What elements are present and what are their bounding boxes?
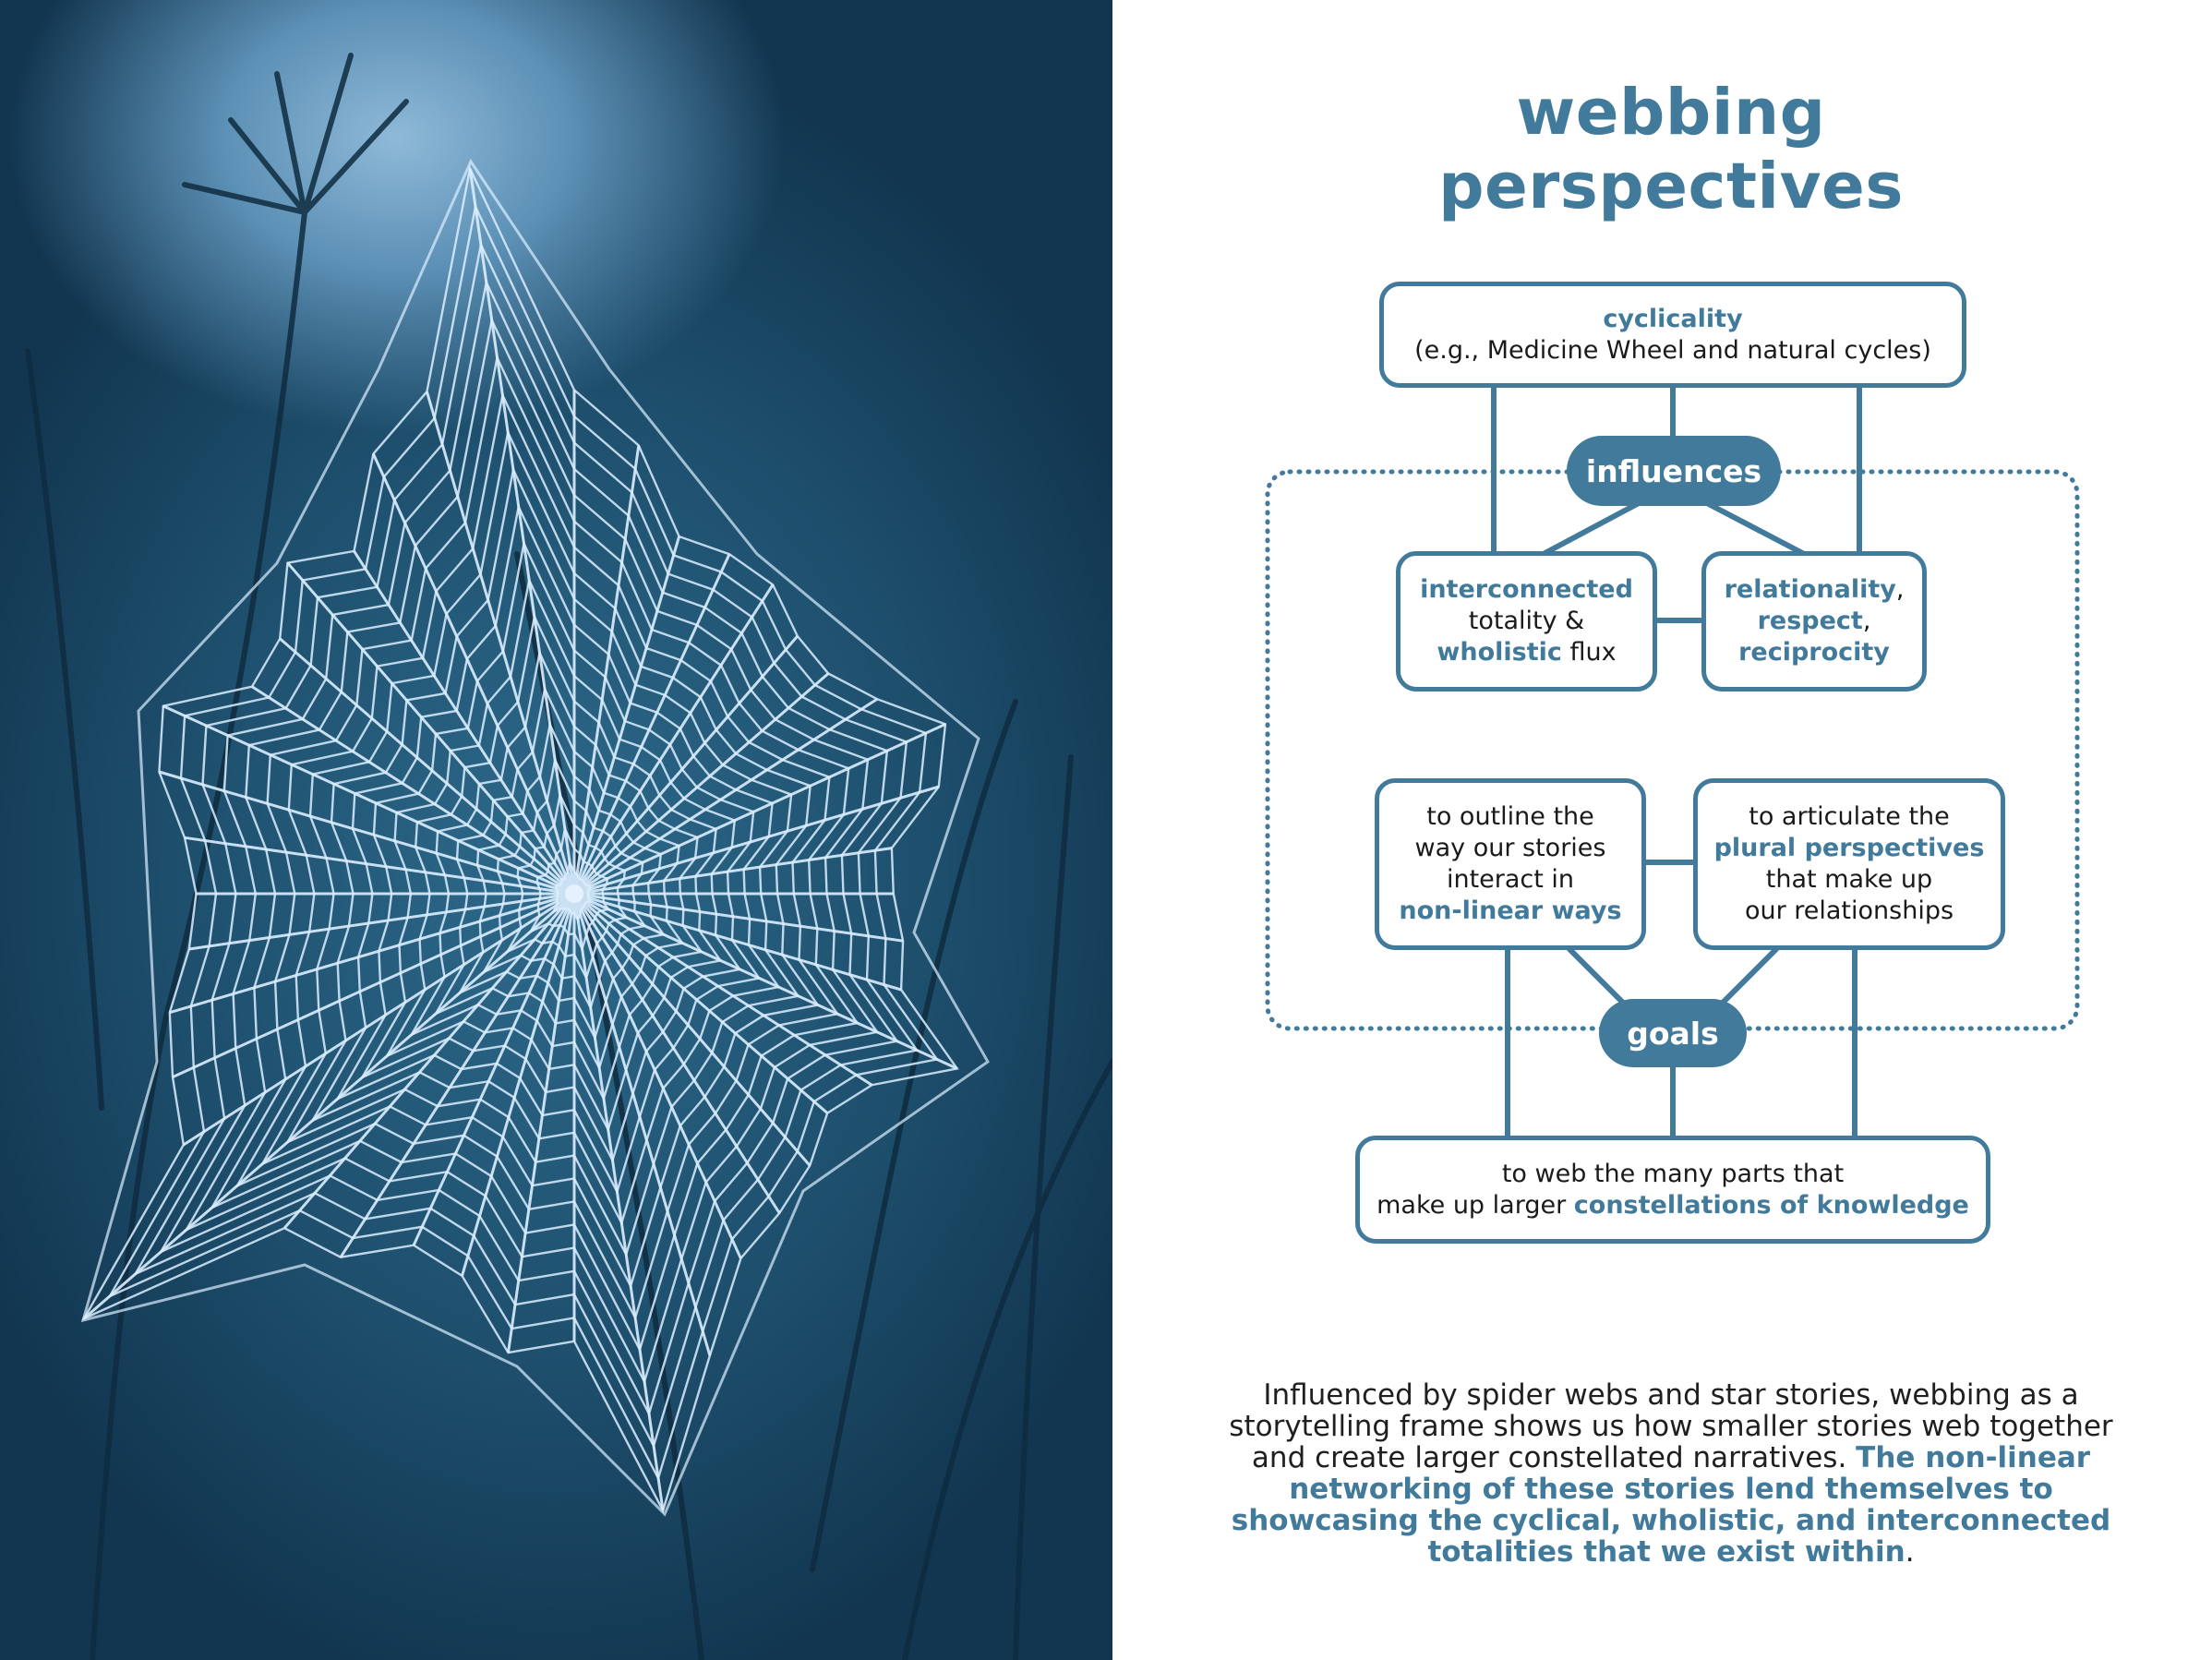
web-radial-strand <box>573 847 893 896</box>
page-title: webbing perspectives <box>1438 76 1904 223</box>
web-spiral-strand <box>504 791 629 981</box>
web-radial-strand <box>172 892 575 1078</box>
web-radial-strand <box>412 893 576 1246</box>
web-radial-strand <box>283 893 576 1230</box>
web-spiral-strand <box>359 576 742 1164</box>
web-radial-strand <box>572 893 811 1167</box>
non-linear-ways-term: non-linear ways <box>1399 896 1622 925</box>
web-radial-strand <box>572 445 641 895</box>
web-radial-strand <box>286 561 576 895</box>
outline-goal-box: to outline the way our stories interact … <box>1375 778 1646 950</box>
web-spiral-strand <box>184 316 880 1385</box>
wholistic-term: wholistic <box>1437 638 1562 667</box>
cyclicality-heading: cyclicality <box>1603 304 1743 333</box>
caption-plain: Influenced by spider webs and star stori… <box>1229 1378 2113 1474</box>
web-radial-strand <box>573 892 902 992</box>
web-line-2-plain: make up larger <box>1376 1190 1574 1220</box>
web-spiral-strand <box>209 354 860 1353</box>
web-frame-strand <box>80 158 990 1517</box>
reciprocity-term: reciprocity <box>1738 638 1890 667</box>
respect-term: respect <box>1757 607 1863 635</box>
web-spiral-strand <box>433 685 685 1071</box>
web-spiral-strand <box>259 428 820 1290</box>
web-spiral-strand <box>408 649 703 1102</box>
caption-emphasis: The non-linear networking of these stori… <box>1231 1441 2111 1569</box>
influences-pill: influences <box>1567 436 1781 506</box>
web-radial-strand <box>461 893 576 1277</box>
web-radial-strand <box>573 672 830 896</box>
web-spiral-strand <box>527 825 611 952</box>
web-spiral-strand <box>309 502 781 1226</box>
web-radial-strand <box>507 893 576 1353</box>
web-radial-strand <box>425 391 576 895</box>
spider-web-photo <box>0 0 1112 1660</box>
caption-paragraph: Influenced by spider webs and star stori… <box>1223 1379 2119 1568</box>
articulate-line-1: to articulate the <box>1749 802 1950 831</box>
outline-line-2: way our stories <box>1414 834 1606 862</box>
web-spiral-strand <box>81 164 959 1514</box>
web-spiral-strand <box>132 241 920 1449</box>
articulate-goal-box: to articulate the plural perspectives th… <box>1693 778 2005 950</box>
web-radial-strand <box>572 893 742 1259</box>
web-radial-strand <box>372 452 576 895</box>
caption-period: . <box>1905 1535 1915 1569</box>
web-radial-strand <box>279 637 575 896</box>
web-radial-strand <box>83 892 575 1320</box>
web-radial-strand <box>251 685 575 896</box>
web-radial-strand <box>572 553 731 895</box>
articulate-line-4: our relationships <box>1744 896 1954 925</box>
web-radial-strand <box>573 723 946 896</box>
web-spiral-strand <box>334 539 762 1195</box>
web-spiral-strand <box>107 202 939 1482</box>
web-line-1: to web the many parts that <box>1501 1159 1845 1188</box>
web-radial-strand <box>572 893 712 1356</box>
outline-line-3: interact in <box>1446 865 1575 894</box>
comma-1: , <box>1895 575 1905 604</box>
web-radial-strand <box>572 893 665 1511</box>
web-spiral-strand <box>384 613 723 1133</box>
outline-line-1: to outline the <box>1426 802 1594 831</box>
web-spiral-strand <box>550 859 593 923</box>
web-radial-strand <box>573 697 878 896</box>
web-radial-strand <box>158 770 575 896</box>
constellations-term: constellations of knowledge <box>1573 1190 1969 1220</box>
web-radial-strand <box>572 535 681 895</box>
web-radial-strand <box>572 893 781 1214</box>
web-radial-strand <box>169 892 575 1015</box>
web-spiral-strand <box>234 391 840 1321</box>
web-radial-strand <box>468 168 576 895</box>
articulate-line-3: that make up <box>1765 865 1933 894</box>
plural-perspectives-term: plural perspectives <box>1713 834 1985 862</box>
flux-text: flux <box>1561 638 1617 667</box>
web-parts-box: to web the many parts that make up large… <box>1355 1136 1990 1244</box>
web-radial-strand <box>573 892 873 1087</box>
web-radial-strand <box>184 836 575 896</box>
web-spiral-strand <box>457 720 666 1041</box>
spider-web-illustration <box>25 53 1112 1660</box>
relationality-term: relationality <box>1724 575 1896 604</box>
web-radial-strand <box>353 550 576 895</box>
web-radial-strand <box>573 892 904 943</box>
web-radial-strand <box>572 635 799 895</box>
interconnected-box: interconnected totality & wholistic flux <box>1396 551 1657 692</box>
cyclicality-box: cyclicality (e.g., Medicine Wheel and na… <box>1379 282 1966 388</box>
web-radial-strand <box>573 785 940 896</box>
cyclicality-detail: (e.g., Medicine Wheel and natural cycles… <box>1414 335 1931 365</box>
web-spiral-strand <box>158 278 899 1417</box>
relationality-box: relationality, respect, reciprocity <box>1701 551 1927 692</box>
web-radial-strand <box>572 583 775 895</box>
web-spiral-strand <box>481 756 647 1011</box>
web-radial-strand <box>182 892 575 1147</box>
totality-text: totality & <box>1468 607 1585 635</box>
web-radial-strand <box>339 893 576 1258</box>
comma-2: , <box>1862 607 1871 635</box>
interconnected-term: interconnected <box>1420 575 1633 604</box>
web-radial-strand <box>573 892 958 1070</box>
web-radial-strand <box>573 892 829 1114</box>
web-spiral-strand <box>284 465 800 1257</box>
goals-pill: goals <box>1599 999 1747 1067</box>
web-radial-strand <box>188 892 575 951</box>
web-radial-strand <box>162 704 575 896</box>
